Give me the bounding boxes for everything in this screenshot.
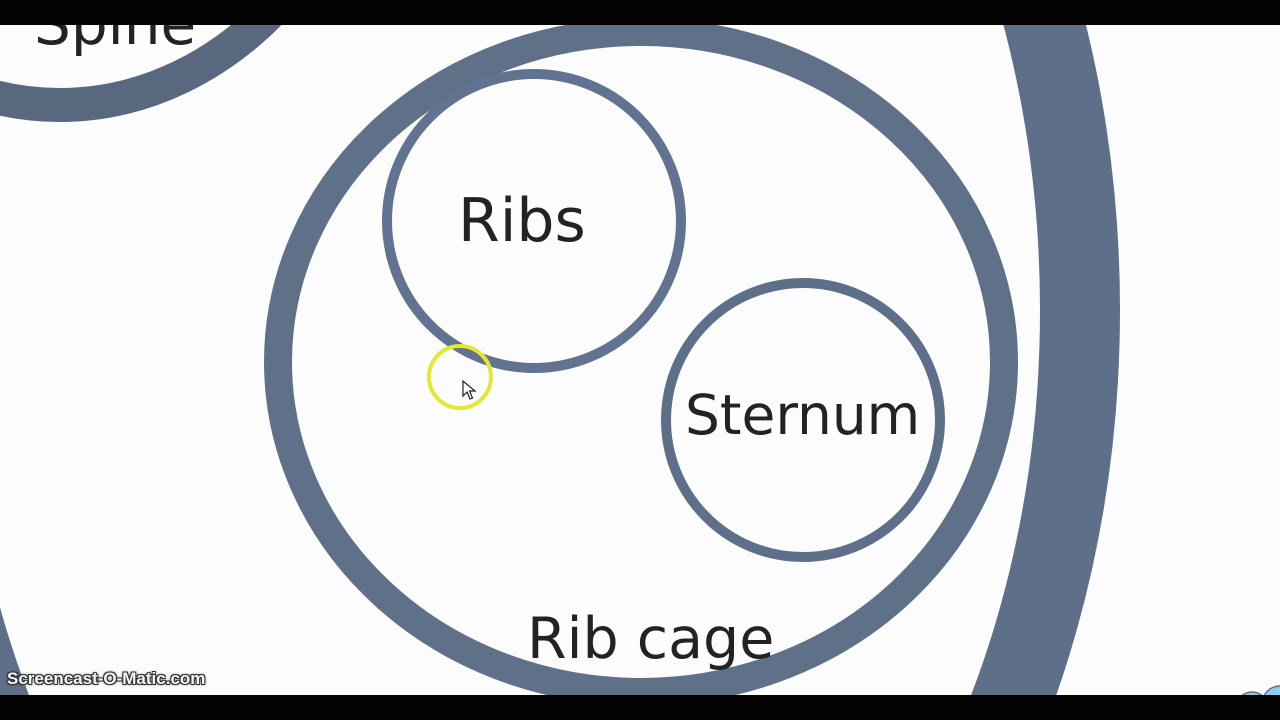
rib-cage-label: Rib cage — [527, 606, 775, 672]
spine-ring — [0, 0, 305, 122]
rib-cage-ring — [264, 18, 1018, 706]
cursor-highlight-ring — [427, 344, 493, 410]
sternum-ring — [661, 278, 945, 562]
letterbox-top — [0, 0, 1280, 25]
ribs-label: Ribs — [458, 186, 586, 256]
watermark: Screencast-O-Matic.com — [7, 669, 206, 688]
mouse-pointer-icon — [462, 380, 477, 400]
outer-ring — [0, 0, 1120, 720]
sternum-label: Sternum — [685, 383, 921, 447]
letterbox-bottom — [0, 695, 1280, 720]
ribs-ring — [382, 69, 686, 373]
